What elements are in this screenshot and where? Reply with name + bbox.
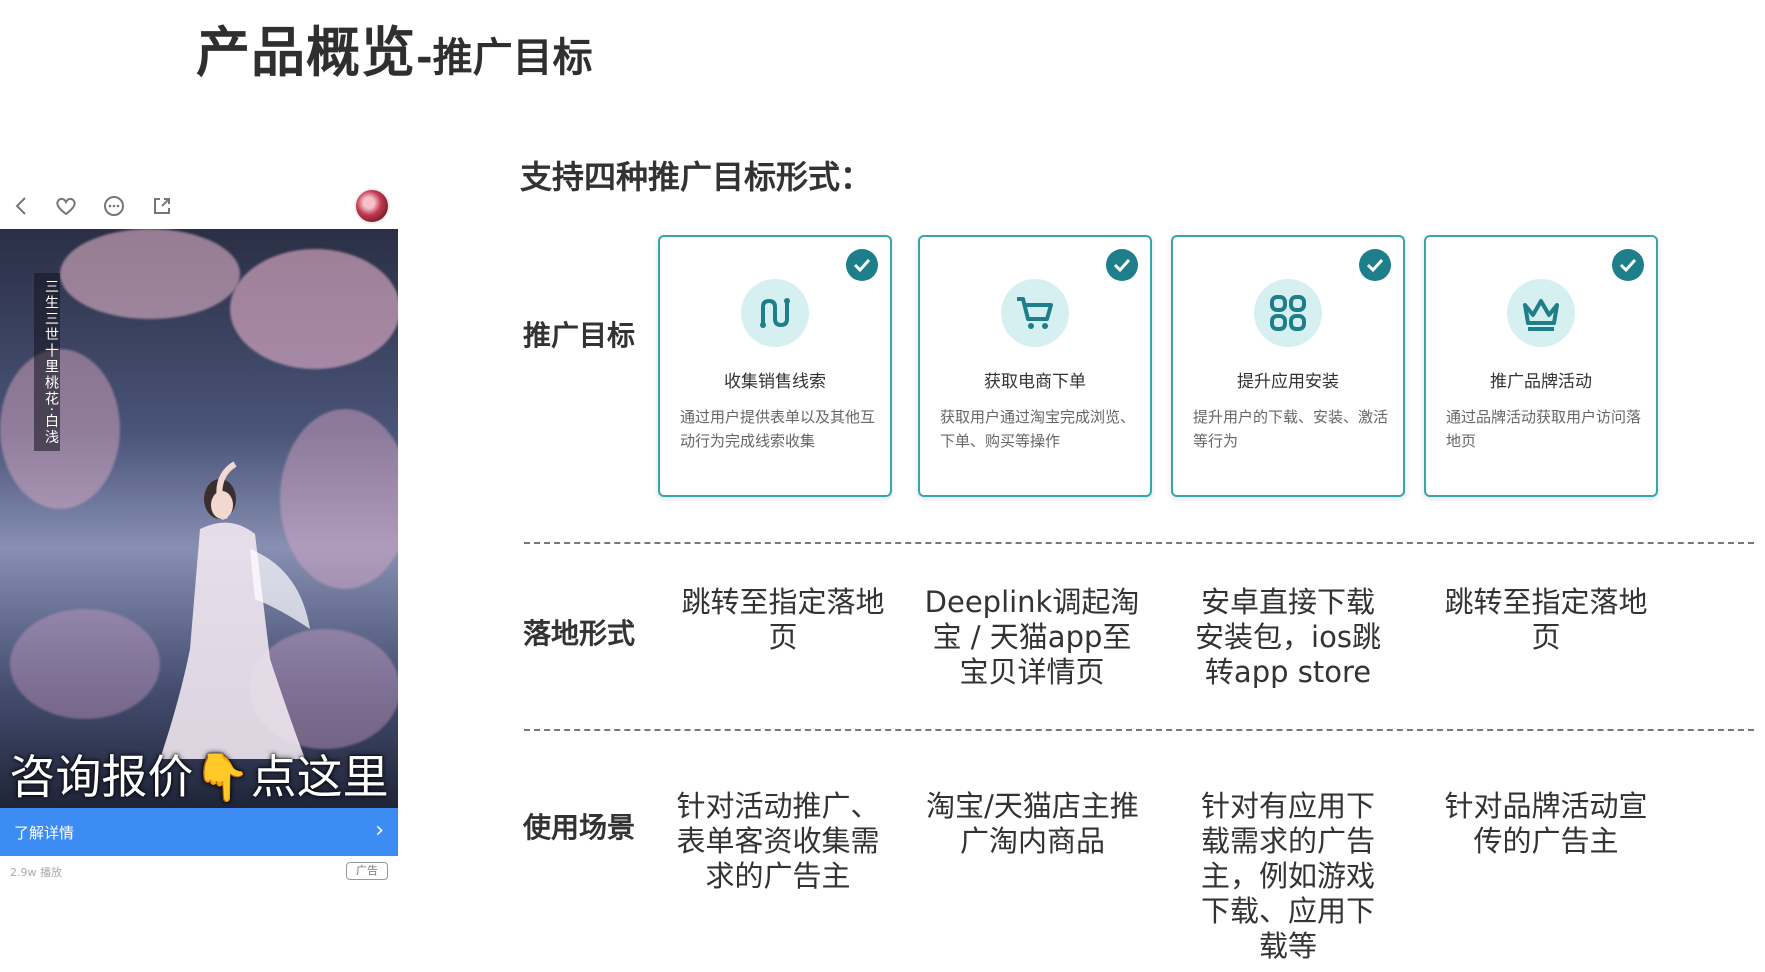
card-description: 提升用户的下载、安装、激活等行为 <box>1193 408 1389 450</box>
landing-cell: 跳转至指定落地页 <box>1444 585 1648 654</box>
ad-overlay-text: 咨询报价👇点这里 <box>9 750 389 804</box>
cart-icon <box>1001 279 1069 347</box>
heart-icon[interactable] <box>52 192 80 220</box>
landing-cell: Deeplink调起淘宝 / 天猫app至宝贝详情页 <box>924 585 1140 689</box>
ad-figure-illustration <box>160 461 310 759</box>
page-title-main: 产品概览 <box>196 21 416 84</box>
apps-icon <box>1254 279 1322 347</box>
ad-badge: 广告 <box>346 862 388 880</box>
goal-card-app-install[interactable]: 提升应用安装 提升用户的下载、安装、激活等行为 <box>1171 235 1405 497</box>
check-icon <box>1359 249 1391 281</box>
page-title: 产品概览-推广目标 <box>196 8 593 87</box>
row-label-scenario: 使用场景 <box>523 811 636 844</box>
check-icon <box>846 249 878 281</box>
divider <box>524 729 1754 731</box>
card-title: 推广品牌活动 <box>1490 372 1592 392</box>
row-label-goal: 推广目标 <box>523 319 636 352</box>
goal-card-ecommerce[interactable]: 获取电商下单 获取用户通过淘宝完成浏览、下单、购买等操作 <box>918 235 1152 497</box>
detail-button-label: 了解详情 <box>14 824 75 842</box>
card-title: 收集销售线索 <box>724 372 826 392</box>
card-description: 通过品牌活动获取用户访问落地页 <box>1446 408 1642 450</box>
detail-button[interactable]: 了解详情 › <box>0 808 398 856</box>
chevron-right-icon: › <box>375 818 384 843</box>
card-description: 通过用户提供表单以及其他互动行为完成线索收集 <box>680 408 876 450</box>
ad-image[interactable]: 三生三世十里桃花·白浅 咨询报价👇点这里 <box>0 229 398 809</box>
goal-card-brand[interactable]: 推广品牌活动 通过品牌活动获取用户访问落地页 <box>1424 235 1658 497</box>
check-icon <box>1106 249 1138 281</box>
share-icon[interactable] <box>148 192 176 220</box>
avatar[interactable] <box>354 188 390 224</box>
scenario-cell: 针对活动推广、表单客资收集需求的广告主 <box>676 789 880 893</box>
comment-icon[interactable] <box>100 192 128 220</box>
page-title-sub: -推广目标 <box>416 35 593 81</box>
goal-card-leads[interactable]: 收集销售线索 通过用户提供表单以及其他互动行为完成线索收集 <box>658 235 892 497</box>
card-description: 获取用户通过淘宝完成浏览、下单、购买等操作 <box>940 408 1136 450</box>
view-count: 2.9w 播放 <box>10 866 62 879</box>
row-label-landing: 落地形式 <box>523 617 636 650</box>
check-icon <box>1612 249 1644 281</box>
phone-toolbar <box>0 184 398 228</box>
landing-cell: 安卓直接下载安装包，ios跳转app store <box>1195 585 1381 689</box>
landing-cell: 跳转至指定落地页 <box>681 585 885 654</box>
card-title: 提升应用安装 <box>1237 372 1339 392</box>
ad-vertical-caption: 三生三世十里桃花·白浅 <box>34 273 60 452</box>
route-icon <box>741 279 809 347</box>
back-icon[interactable] <box>8 192 36 220</box>
section-subtitle: 支持四种推广目标形式： <box>520 158 873 196</box>
divider <box>524 542 1754 544</box>
scenario-cell: 淘宝/天猫店主推广淘内商品 <box>926 789 1139 858</box>
card-title: 获取电商下单 <box>984 372 1086 392</box>
crown-icon <box>1507 279 1575 347</box>
scenario-cell: 针对品牌活动宣传的广告主 <box>1444 789 1648 858</box>
scenario-cell: 针对有应用下载需求的广告主，例如游戏下载、应用下载等 <box>1200 789 1375 963</box>
